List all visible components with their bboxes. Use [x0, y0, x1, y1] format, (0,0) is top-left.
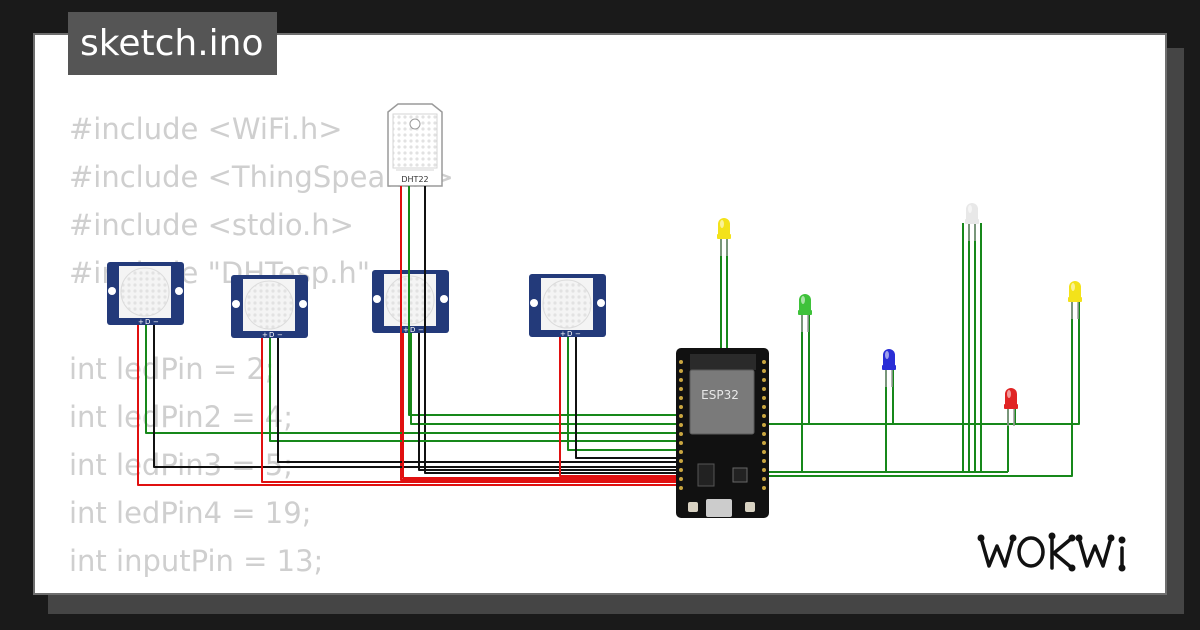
wire-led-yellow-right: [760, 297, 1073, 477]
pir-pin-label: D: [145, 318, 150, 326]
wire-pir1-gnd: [153, 325, 680, 468]
wire-pir4-out: [567, 337, 680, 451]
pir-sensor-3[interactable]: + D −: [372, 270, 449, 334]
esp32-board[interactable]: ESP32: [676, 348, 769, 518]
pir-sensor-4[interactable]: + D −: [529, 274, 606, 338]
pir-pin-label: −: [277, 331, 283, 339]
wire-pir3-out: [410, 333, 680, 425]
led-white-rgb[interactable]: [964, 202, 980, 242]
pir-sensor-1[interactable]: + D −: [107, 262, 184, 326]
pir-pin-label: D: [410, 326, 415, 334]
wire-dht-gnd: [424, 186, 680, 474]
code-line: int inputPin = 13;: [69, 544, 324, 578]
wire-pir1-vcc: [137, 325, 680, 486]
code-line: int ledPin4 = 19;: [69, 496, 312, 530]
pir-pin-label: +: [403, 326, 409, 334]
wire-pir4-gnd: [575, 337, 680, 459]
pir-pin-label: +: [138, 318, 144, 326]
code-line: #include <WiFi.h>: [69, 112, 343, 146]
wire-dht-data: [408, 186, 680, 416]
code-line: int inputPin2 = 12;: [69, 585, 454, 593]
pir-pin-label: D: [567, 330, 572, 338]
esp32-label: ESP32: [701, 388, 739, 402]
file-tab[interactable]: sketch.ino: [68, 12, 278, 75]
pir-pin-label: +: [262, 331, 268, 339]
code-line: int ledPin = 2;: [69, 352, 275, 386]
dht22-sensor[interactable]: DHT22: [387, 103, 443, 187]
code-line: int ledPin3 = 5;: [69, 448, 294, 482]
code-line: #include <stdio.h>: [69, 208, 354, 242]
wire-pir3-gnd: [418, 333, 680, 471]
pir-pin-label: −: [575, 330, 581, 338]
code-listing: #include <WiFi.h>#include <ThingSpeak.h>…: [69, 105, 454, 593]
wire-pir2-vcc: [261, 338, 680, 483]
wire-pir1-out: [145, 325, 680, 434]
pir-pin-label: −: [153, 318, 159, 326]
dht22-label: DHT22: [401, 175, 428, 184]
pir-pin-label: D: [269, 331, 274, 339]
wire-led-yellow-right-gnd: [760, 297, 1080, 425]
wokwi-logo: [977, 532, 1126, 572]
pir-pin-label: −: [418, 326, 424, 334]
wire-pir3-vcc: [402, 333, 680, 479]
wire-dht-vcc: [400, 186, 680, 481]
wire-pir4-vcc: [559, 337, 680, 477]
code-line: int ledPin2 = 4;: [69, 400, 294, 434]
pir-pin-label: +: [560, 330, 566, 338]
pir-sensor-2[interactable]: + D −: [231, 275, 308, 339]
led-yellow-1[interactable]: [716, 217, 732, 257]
wire-pir2-out: [269, 338, 680, 442]
file-tab-label: sketch.ino: [80, 23, 264, 64]
wires: [137, 186, 1080, 486]
wire-pir2-gnd: [277, 338, 680, 463]
